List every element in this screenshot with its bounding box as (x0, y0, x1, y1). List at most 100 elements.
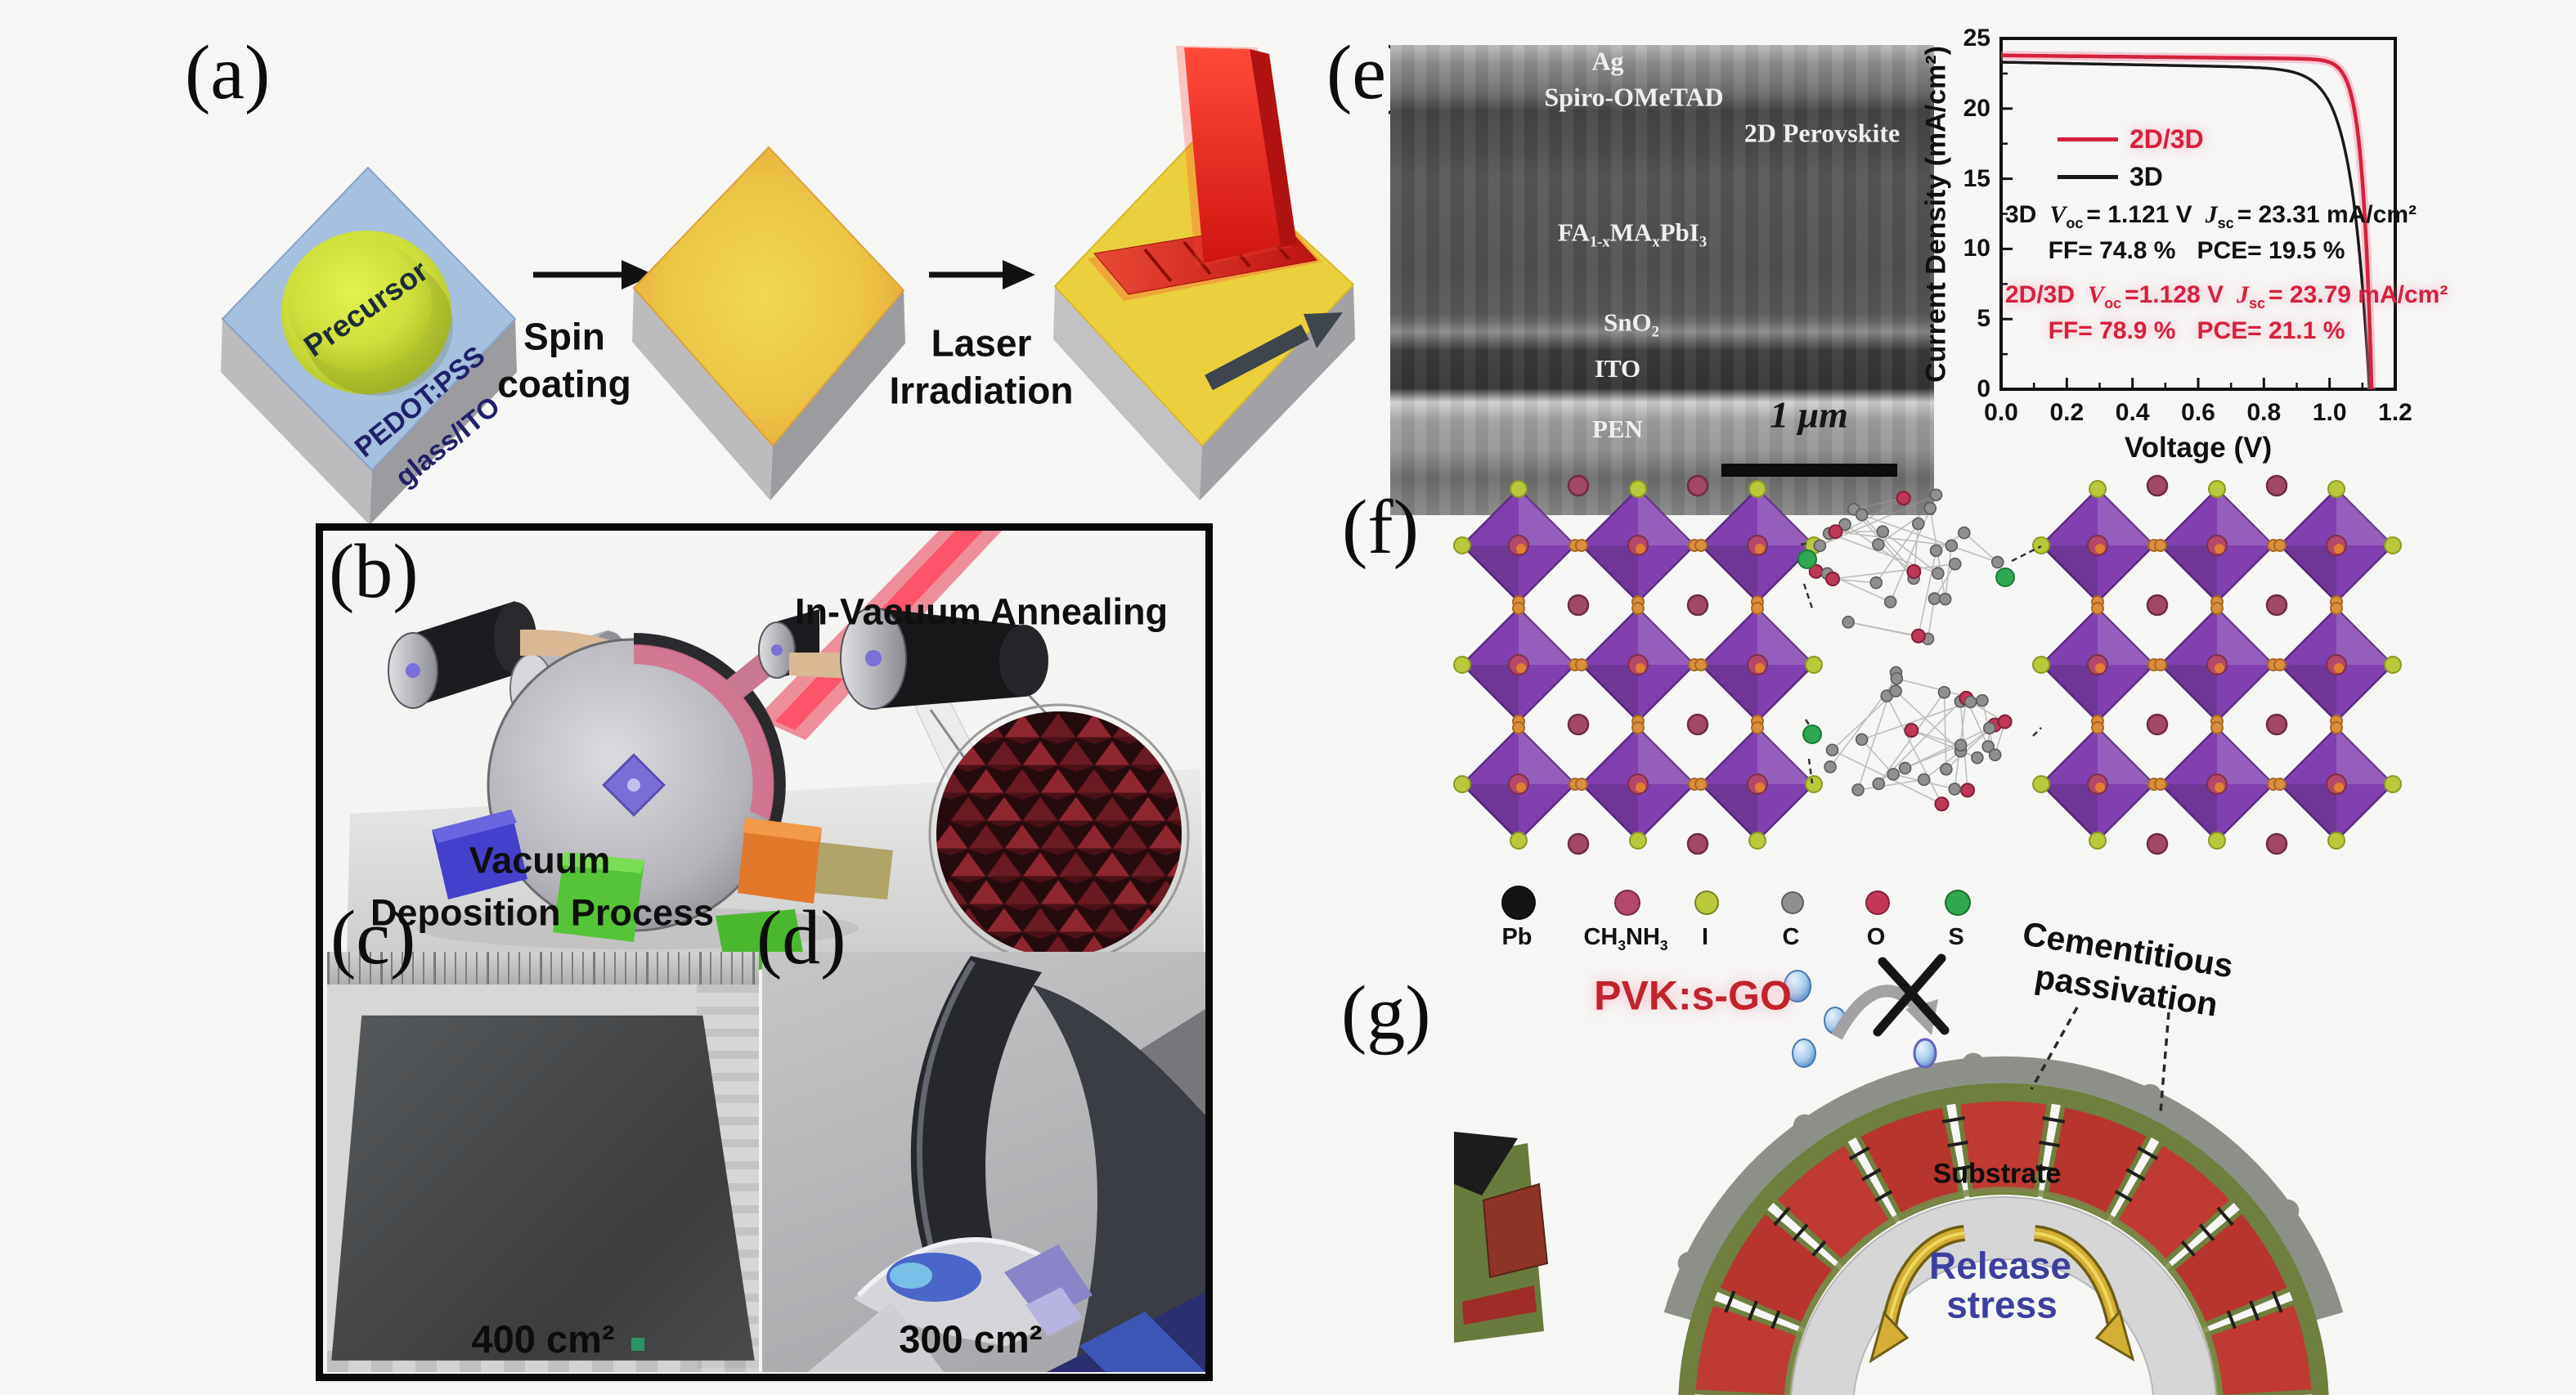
iodine-atom (1748, 832, 1766, 850)
go-staple-icon (1947, 1140, 1968, 1148)
go-staple-icon (1773, 1206, 1791, 1227)
go-staple-icon (2125, 1168, 2146, 1182)
perovskite-film-400 (331, 1015, 755, 1361)
shared-iodine-atom (1512, 602, 1525, 615)
x-tick-label: 0.2 (2049, 399, 2085, 426)
shared-iodine-atom (2330, 602, 2343, 615)
carbon-atom (1883, 595, 1897, 608)
jv-xlabel: Voltage (V) (2124, 431, 2273, 464)
carbon-atom (1948, 557, 1962, 571)
ch3nh3-atom (1567, 474, 1590, 497)
oxygen-atom (1906, 563, 1922, 579)
spin-coating-arrow (533, 260, 654, 289)
paper-green-mark (631, 1338, 644, 1351)
iodine-atom (1453, 536, 1471, 554)
carbon-atom (1842, 616, 1855, 629)
spin-coating-label-2: coating (497, 362, 631, 406)
crystal-facet (1184, 713, 1220, 738)
ch3nh3-atom (1686, 594, 1709, 617)
ch3nh3-atom (2146, 474, 2169, 497)
carbon-atom (1938, 592, 1952, 606)
ch3nh3-atom (1686, 832, 1709, 855)
laser-irradiation-label-2: Irradiation (889, 369, 1074, 412)
go-bonds (1815, 493, 1999, 640)
ch3nh3-atom (1567, 713, 1590, 736)
panel-f-label: (f) (1342, 485, 1419, 570)
carbon-atom (1872, 777, 1886, 791)
legend-label: O (1866, 924, 1886, 950)
carbon-atom (1928, 592, 1941, 605)
oxygen-atom (1896, 491, 1911, 506)
panel-d-photo: 300 cm² (762, 952, 1205, 1372)
shared-iodine-atom (2091, 602, 2104, 615)
legend-label: I (1701, 924, 1709, 950)
panel-d-label: (d) (756, 895, 846, 980)
carbon-atom (1923, 501, 1937, 515)
go-staple-icon (2249, 1300, 2260, 1321)
carbon-atom (1957, 526, 1971, 540)
legend-line-3d-icon (2058, 175, 2118, 179)
carbon-atom (1825, 743, 1839, 757)
sem-layer-spiro: Spiro-OMeTAD (1544, 82, 1724, 112)
rewinder-roller (840, 607, 1048, 710)
carbon-atom (1971, 751, 1984, 765)
carbon-atom (1940, 762, 1953, 776)
go-staple-icon (2042, 1116, 2066, 1124)
panel-c-photo: 400 cm² (327, 952, 759, 1372)
go-staple-icon (1848, 1146, 1870, 1160)
x-tick-label: 1.0 (2312, 399, 2347, 426)
source-blocks (432, 810, 893, 973)
legend-line-2d3d-icon (2058, 137, 2118, 141)
carbon-atom (1898, 761, 1912, 775)
jv-ylabel: Current Density (mA/cm²) (1920, 46, 1952, 383)
carbon-atom (1855, 508, 1869, 522)
oxygen-atom (1825, 572, 1841, 587)
blocked-arrow-icon (1831, 985, 1938, 1069)
sem-image: Ag Spiro-OMeTAD 2D Perovskite FA1-xMAxPb… (1390, 45, 1934, 515)
carbon-atom (1872, 538, 1885, 551)
shared-iodine-atom (1751, 602, 1764, 615)
ch3nh3-atom (1567, 594, 1590, 617)
carbon-atom (1824, 760, 1837, 774)
carbon-atom (1981, 740, 1995, 753)
go-staple-icon (1861, 1168, 1882, 1182)
shared-iodine-atom (2154, 539, 2167, 552)
go-staple-icon (2035, 1164, 2055, 1172)
y-tick-label: 0 (1977, 375, 1990, 402)
sulfur-atom (1995, 567, 2015, 587)
sulfur-atom (1797, 549, 1817, 569)
jv-curve-2D/3D (2001, 53, 2374, 390)
ch3nh3-atom (1567, 832, 1590, 855)
y-tick-label: 15 (1963, 164, 1990, 192)
vacuum-process-label-1: Vacuum (469, 839, 611, 881)
sulfur-atom (1802, 724, 1822, 744)
x-tick-label: 0.8 (2246, 399, 2282, 426)
x-tick-label: 0.4 (2115, 399, 2150, 426)
panel-g-label: (g) (1341, 971, 1431, 1056)
carbon-atom (1813, 539, 1827, 553)
cementitious-leader-lines (2030, 1007, 2170, 1113)
panel-b-label: (b) (329, 529, 419, 614)
laser-beam-icon (1176, 46, 1297, 267)
carbon-atom (1929, 544, 1943, 558)
panel-f-graphic (1453, 474, 2402, 855)
substrate-laser (1053, 46, 1355, 500)
iodine-atom (2384, 775, 2402, 793)
iodine-atom (2032, 656, 2050, 674)
iodine-atom (2032, 775, 2050, 793)
iodine-atom (2032, 536, 2050, 554)
crystal-facet (1165, 796, 1182, 822)
y-tick-label: 20 (1963, 94, 1990, 122)
scan-direction-arrow-icon (1205, 312, 1343, 391)
sem-layer-ito: ITO (1594, 354, 1641, 383)
iodine-atom (2208, 480, 2226, 498)
jv-legend-3d: 3D (2058, 162, 2163, 192)
go-staple-icon (1941, 1116, 1965, 1124)
water-droplets-icon (1784, 970, 1847, 1068)
jv-chart (1999, 37, 2397, 391)
legend-symbol-icon (1945, 890, 1971, 916)
x-mark-icon (1873, 953, 1950, 1037)
